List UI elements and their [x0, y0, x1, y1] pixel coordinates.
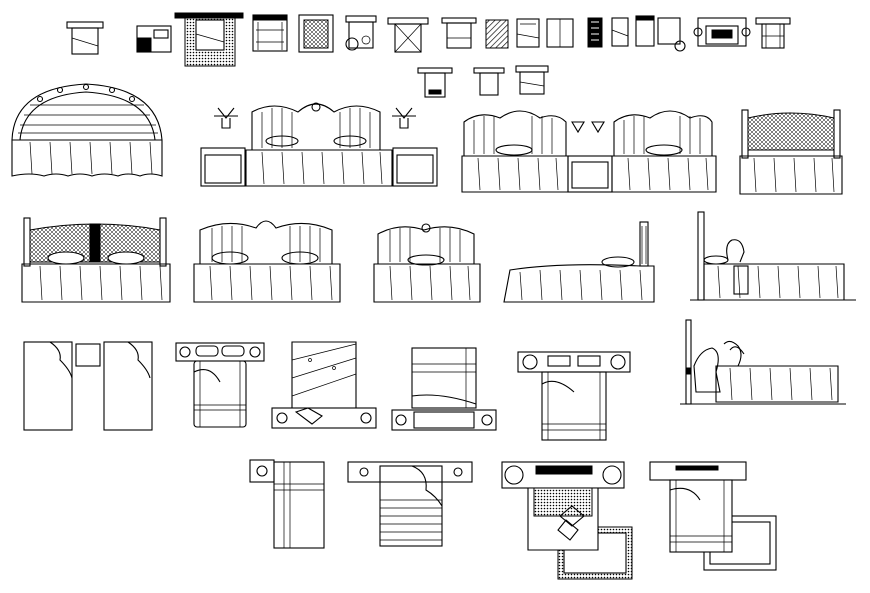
- caned-double-bed-elevation: [21, 217, 171, 303]
- twin-beds-elevation: [461, 110, 717, 193]
- small-plan-icons: [66, 12, 791, 98]
- bed-plan-with-rug-offset: [649, 461, 777, 571]
- small-bed-icon: [755, 17, 791, 49]
- small-bed-icon: [252, 14, 288, 52]
- arched-canopy-bed-elevation: [11, 83, 163, 177]
- small-bed-icon: [441, 17, 477, 49]
- bed-with-nightstands-elevation: [200, 102, 438, 187]
- side-elevation-canopy: [680, 319, 846, 405]
- small-bed-icon: [693, 17, 751, 47]
- side-view-bed-elevation: [690, 211, 856, 301]
- bed-elevations-row-2: [21, 211, 856, 303]
- small-bed-icon: [417, 67, 453, 98]
- twin-single-beds-plan: [23, 341, 153, 431]
- double-bed-plan-with-pillows: [175, 342, 265, 428]
- double-bed-plan-striped: [347, 461, 473, 547]
- small-bed-icon: [611, 17, 629, 47]
- small-bed-icon: [136, 25, 172, 53]
- bed-plans-row-1: [23, 341, 631, 441]
- small-bed-icon: [174, 12, 244, 67]
- small-bed-icon: [635, 15, 655, 47]
- bed-plan-with-headboard: [517, 351, 631, 441]
- small-bed-icon: [387, 17, 429, 53]
- bed-plans-row-2: [249, 459, 777, 580]
- small-bed-icon: [485, 19, 509, 49]
- small-bed-icon: [657, 17, 686, 52]
- caned-headboard-bed-elevation: [739, 109, 843, 195]
- angled-bed-plan: [271, 341, 377, 429]
- small-bed-icon: [66, 21, 104, 55]
- double-bed-plan-with-tables: [391, 347, 497, 431]
- single-bed-plan-with-nightstand: [249, 459, 325, 549]
- small-bed-icon: [546, 18, 574, 48]
- small-bed-icon: [473, 67, 505, 96]
- bed-plan-with-rug: [501, 461, 633, 580]
- slatted-double-bed-elevation: [193, 220, 341, 303]
- small-bed-icon: [587, 17, 603, 48]
- daybed-elevation: [503, 221, 655, 303]
- small-bed-icon: [345, 15, 377, 51]
- small-bed-icon: [516, 18, 540, 48]
- small-bed-icon: [515, 65, 549, 95]
- small-bed-icon: [298, 14, 334, 53]
- single-slatted-bed-elevation: [373, 223, 481, 303]
- bed-elevations-row-1: [11, 83, 843, 195]
